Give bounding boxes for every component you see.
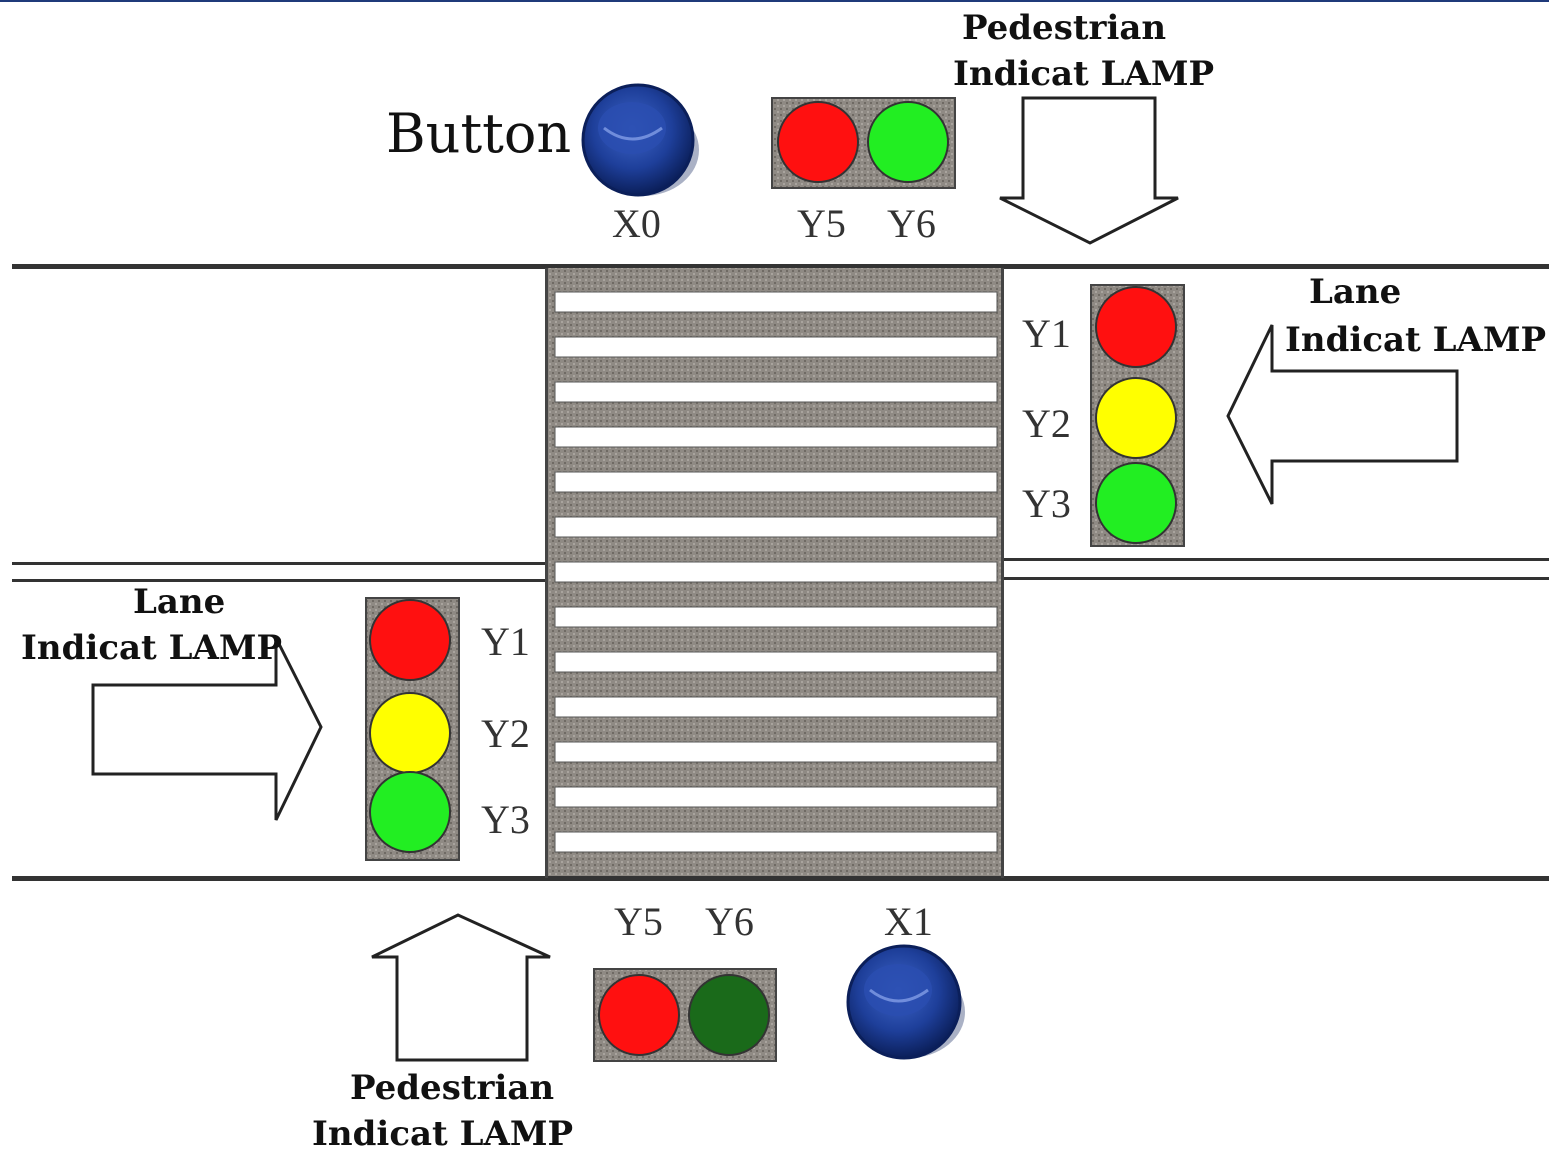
x1-label: X1: [884, 899, 933, 944]
arrow-up-icon: [371, 913, 551, 1062]
arrow-down-icon: [999, 96, 1179, 245]
top-border: [0, 0, 1549, 2]
left-lane-caption-line1: Lane: [133, 582, 226, 622]
right-lane-caption-line1: Lane: [1309, 272, 1402, 312]
x0-label: X0: [612, 201, 661, 246]
bottom-y5-label: Y5: [614, 899, 663, 944]
green-lamp-icon: [1095, 462, 1177, 544]
road-lines: [12, 264, 1549, 881]
red-lamp-icon: [777, 101, 859, 183]
left-lane-signal: [365, 597, 460, 861]
bottom-ped-caption-line2: Indicat LAMP: [312, 1114, 574, 1154]
yellow-lamp-icon: [369, 692, 451, 774]
red-lamp-icon: [369, 599, 451, 681]
top-ped-caption-line2: Indicat LAMP: [953, 54, 1215, 94]
top-ped-caption-line1: Pedestrian: [962, 8, 1167, 48]
left-lane-caption-line2: Indicat LAMP: [21, 628, 283, 668]
right-lane-signal: [1090, 284, 1185, 547]
top-pedestrian-lamp: [771, 97, 956, 189]
bottom-y6-label: Y6: [705, 899, 754, 944]
left-y2-label: Y2: [481, 711, 530, 756]
top-y5-label: Y5: [797, 201, 846, 246]
arrow-left-icon: [1226, 324, 1459, 505]
left-y3-label: Y3: [481, 797, 530, 842]
red-lamp-icon: [1095, 286, 1177, 368]
right-y2-label: Y2: [1022, 401, 1071, 446]
dark-green-lamp-icon: [688, 974, 770, 1056]
bottom-pedestrian-lamp: [593, 968, 777, 1062]
green-lamp-icon: [369, 771, 451, 853]
arrow-right-icon: [91, 637, 323, 821]
left-y1-label: Y1: [481, 619, 530, 664]
button-label: Button: [386, 102, 572, 165]
green-lamp-icon: [867, 101, 949, 183]
bottom-ped-caption-line1: Pedestrian: [350, 1068, 555, 1108]
right-y3-label: Y3: [1022, 481, 1071, 526]
yellow-lamp-icon: [1095, 377, 1177, 459]
right-lane-caption-line2: Indicat LAMP: [1285, 320, 1547, 360]
top-y6-label: Y6: [887, 201, 936, 246]
x0-button[interactable]: [581, 83, 699, 197]
crosswalk: [548, 268, 1001, 876]
x1-button[interactable]: [846, 944, 965, 1060]
right-y1-label: Y1: [1022, 311, 1071, 356]
red-lamp-icon: [598, 974, 680, 1056]
